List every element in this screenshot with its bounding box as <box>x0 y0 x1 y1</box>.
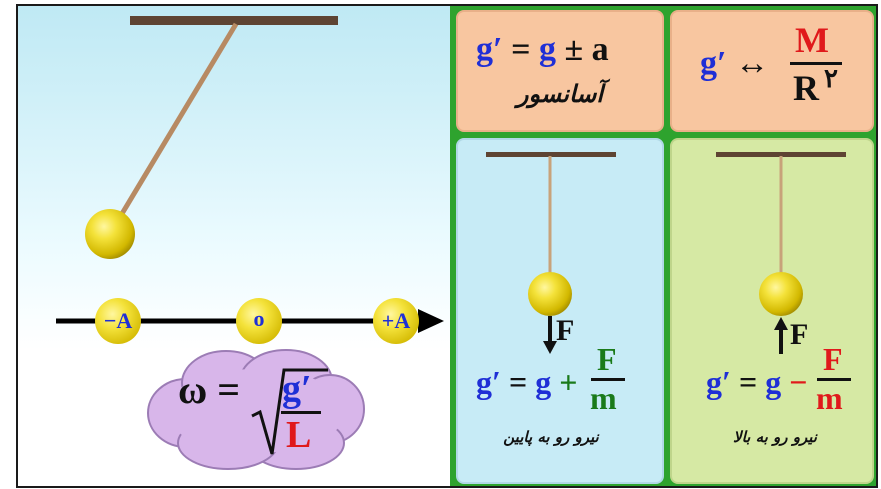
axis-marker-origin <box>236 298 282 344</box>
axis-arrowhead <box>418 309 444 333</box>
gravity-exponent: ۲ <box>824 64 838 93</box>
gravity-g-prime: g′ <box>700 45 727 82</box>
force-up-g: g <box>765 364 782 400</box>
force-up-equals: = <box>739 364 758 400</box>
force-down-arrowhead <box>543 341 557 354</box>
gravity-proportional-arrow: ↔ <box>735 45 770 82</box>
pendulum-drawing <box>85 16 338 259</box>
omega-formula: ω = <box>178 370 240 410</box>
elevator-plus-minus: ± <box>564 31 584 68</box>
cloud-shape <box>147 349 365 470</box>
force-down-numerator: F <box>597 341 617 377</box>
elevator-formula: g′ = g ± a <box>476 32 609 68</box>
gravity-fraction-bar <box>790 62 842 65</box>
sqrt-sign <box>251 368 328 455</box>
elevator-equals: = <box>511 31 531 68</box>
axis-marker-minus-a <box>95 298 141 344</box>
gravity-formula: g′ ↔ <box>700 47 769 81</box>
elevator-a: a <box>591 31 609 68</box>
slide-border <box>16 4 878 488</box>
elevator-g: g <box>538 31 556 68</box>
force-down-fraction-bar <box>591 378 625 381</box>
elevator-g-prime: g′ <box>476 31 503 68</box>
force-down-g-prime: g′ <box>476 364 501 400</box>
omega-denominator: L <box>286 414 312 456</box>
force-up-ceiling <box>716 152 846 157</box>
force-down-ceiling <box>486 152 616 157</box>
omega-equals: = <box>217 367 241 412</box>
elevator-box <box>456 10 664 132</box>
gravity-box <box>670 10 874 132</box>
pendulum-ceiling-bar <box>130 16 338 25</box>
gravity-denominator: R <box>793 68 819 108</box>
force-up-formula: g′ = g − <box>706 366 807 398</box>
force-down-caption: نیرو رو به پایین <box>503 428 599 446</box>
force-up-bob <box>759 272 803 316</box>
force-up-fraction-bar <box>817 378 851 381</box>
omega-fraction-bar <box>281 411 321 414</box>
omega-numerator: g′ <box>282 368 312 410</box>
force-up-pendulum <box>716 152 846 354</box>
axis-label-minus-a: −A <box>103 308 133 333</box>
force-up-numerator: F <box>823 341 843 377</box>
elevator-caption: آسانسور <box>516 80 604 108</box>
axis-label-origin: o <box>253 306 265 331</box>
pendulum-bob <box>85 209 135 259</box>
force-up-g-prime: g′ <box>706 364 731 400</box>
axis-label-plus-a: +A <box>381 308 411 333</box>
force-down-g: g <box>535 364 552 400</box>
pendulum-string <box>114 22 239 224</box>
gravity-numerator: M <box>795 20 829 60</box>
force-down-equals: = <box>509 364 528 400</box>
force-down-bob <box>528 272 572 316</box>
force-up-arrowhead <box>774 317 788 330</box>
force-up-denominator: m <box>816 380 843 416</box>
force-down-formula: g′ = g + <box>476 366 577 398</box>
force-up-label: F <box>790 318 809 351</box>
force-down-denominator: m <box>590 380 617 416</box>
force-up-minus: − <box>789 364 808 400</box>
pendulum-scene <box>18 6 450 350</box>
axis-marker-plus-a <box>373 298 419 344</box>
force-up-caption: نیرو رو به بالا <box>733 428 817 446</box>
force-down-pendulum <box>486 152 616 354</box>
omega-symbol: ω <box>178 367 208 412</box>
force-down-label: F <box>556 314 575 347</box>
force-down-plus: + <box>559 364 578 400</box>
